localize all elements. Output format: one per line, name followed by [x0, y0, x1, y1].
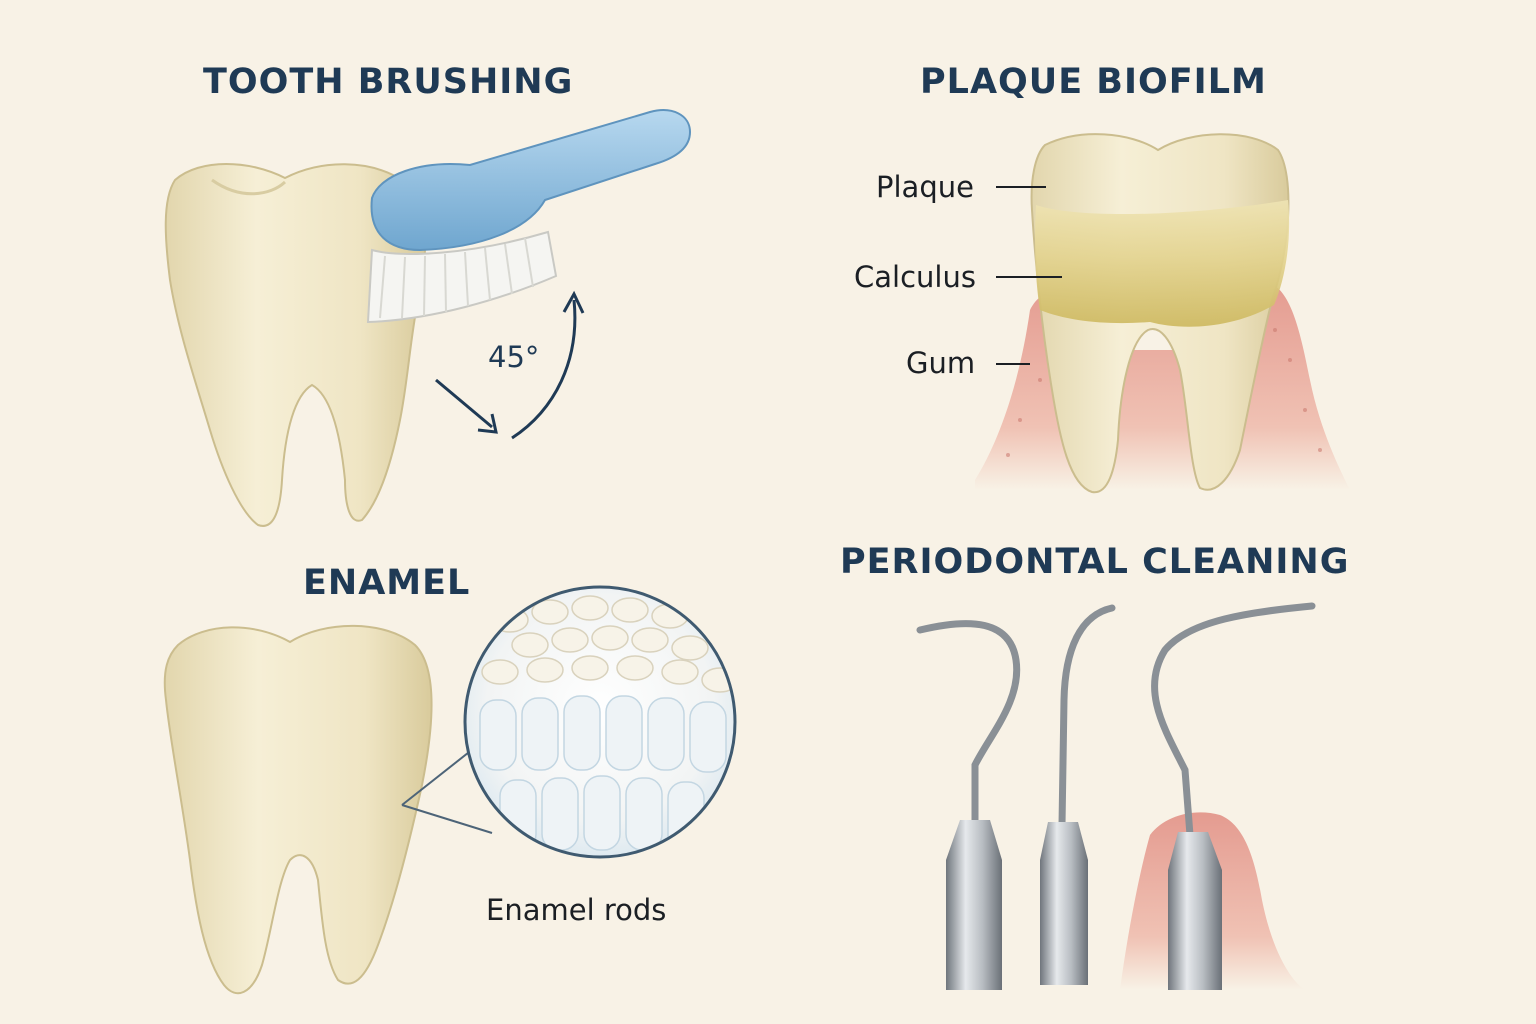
calculus-label: Calculus [854, 260, 976, 294]
instrument-middle [1040, 608, 1112, 985]
angle-label: 45° [488, 340, 539, 374]
instrument-left [920, 624, 1017, 990]
plaque-label: Plaque [876, 170, 974, 204]
enamel-tooth [165, 626, 432, 993]
toothbrush [368, 110, 690, 322]
enamel-title: ENAMEL [303, 563, 470, 603]
periodontal-cleaning-title: PERIODONTAL CLEANING [840, 542, 1349, 582]
magnifier-callout [402, 587, 738, 857]
plaque-biofilm-title: PLAQUE BIOFILM [920, 62, 1267, 102]
enamel-rods-label: Enamel rods [486, 893, 666, 927]
tooth-brushing-title: TOOTH BRUSHING [203, 62, 573, 102]
gum-label: Gum [906, 346, 975, 380]
